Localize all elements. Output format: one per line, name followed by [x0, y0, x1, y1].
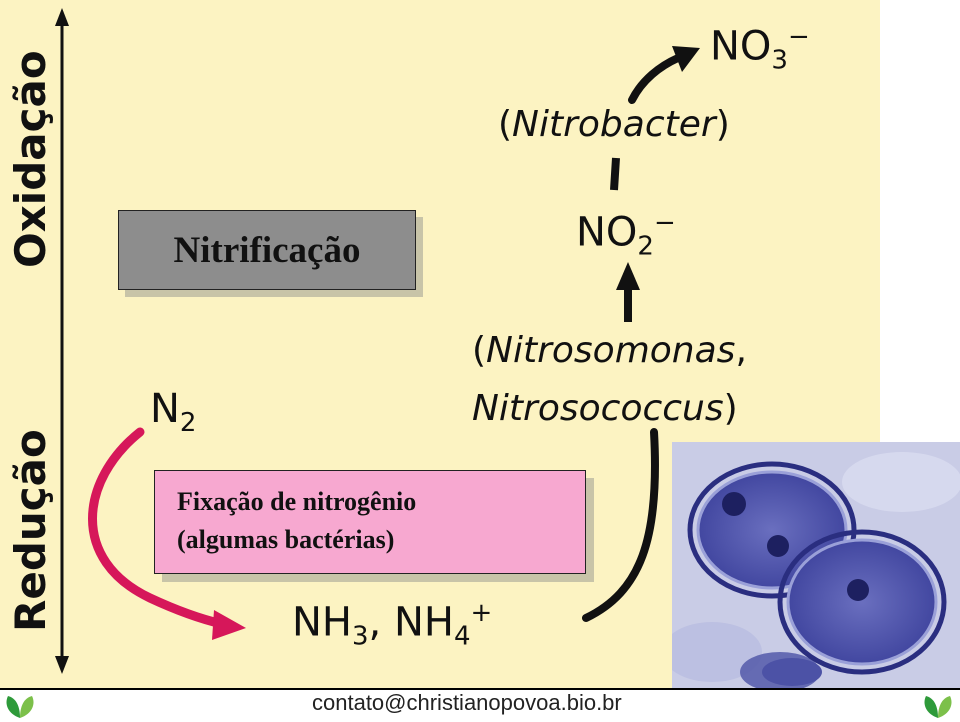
nitrosococcus-label: Nitrosococcus): [472, 388, 738, 429]
bacteria-micrograph: [672, 442, 960, 690]
nitrobacter-connector: [610, 157, 620, 191]
dividing-cell-2: [777, 529, 947, 675]
fixation-line-1: Fixação de nitrogênio: [177, 487, 417, 516]
nitrate-formula: NO3−: [710, 22, 810, 76]
footer-bar: contato@christianopovoa.bio.br: [0, 688, 960, 722]
ammonia-oxidation-arrow: [582, 428, 659, 622]
leaf-icon: [6, 696, 34, 718]
nitrosomonas-label: (Nitrosomonas,: [472, 330, 747, 371]
ammonia-ammonium-formula: NH3, NH4+: [292, 598, 493, 652]
nitrification-label: Nitrificação: [173, 229, 361, 271]
axis-arrow-up: [55, 8, 69, 26]
nitrite-formula: NO2−: [576, 208, 676, 262]
reduction-axis-label: Redução: [6, 429, 55, 632]
fixation-box: Fixação de nitrogênio (algumas bactérias…: [154, 470, 586, 574]
nitrate-arrow: [628, 46, 700, 104]
contact-email[interactable]: contato@christianopovoa.bio.br: [312, 690, 622, 715]
leaf-icon: [924, 696, 952, 718]
dinitrogen-formula: N2: [150, 386, 197, 438]
nitrite-arrow: [616, 262, 640, 322]
nitrification-box: Nitrificação: [118, 210, 416, 290]
fixation-arrow: [88, 427, 246, 640]
axis-arrow-down: [55, 656, 69, 674]
redox-axis: [55, 8, 69, 674]
fixation-line-2: (algumas bactérias): [177, 525, 395, 554]
oxidation-axis-label: Oxidação: [6, 50, 55, 268]
nitrobacter-label: (Nitrobacter): [498, 104, 730, 145]
